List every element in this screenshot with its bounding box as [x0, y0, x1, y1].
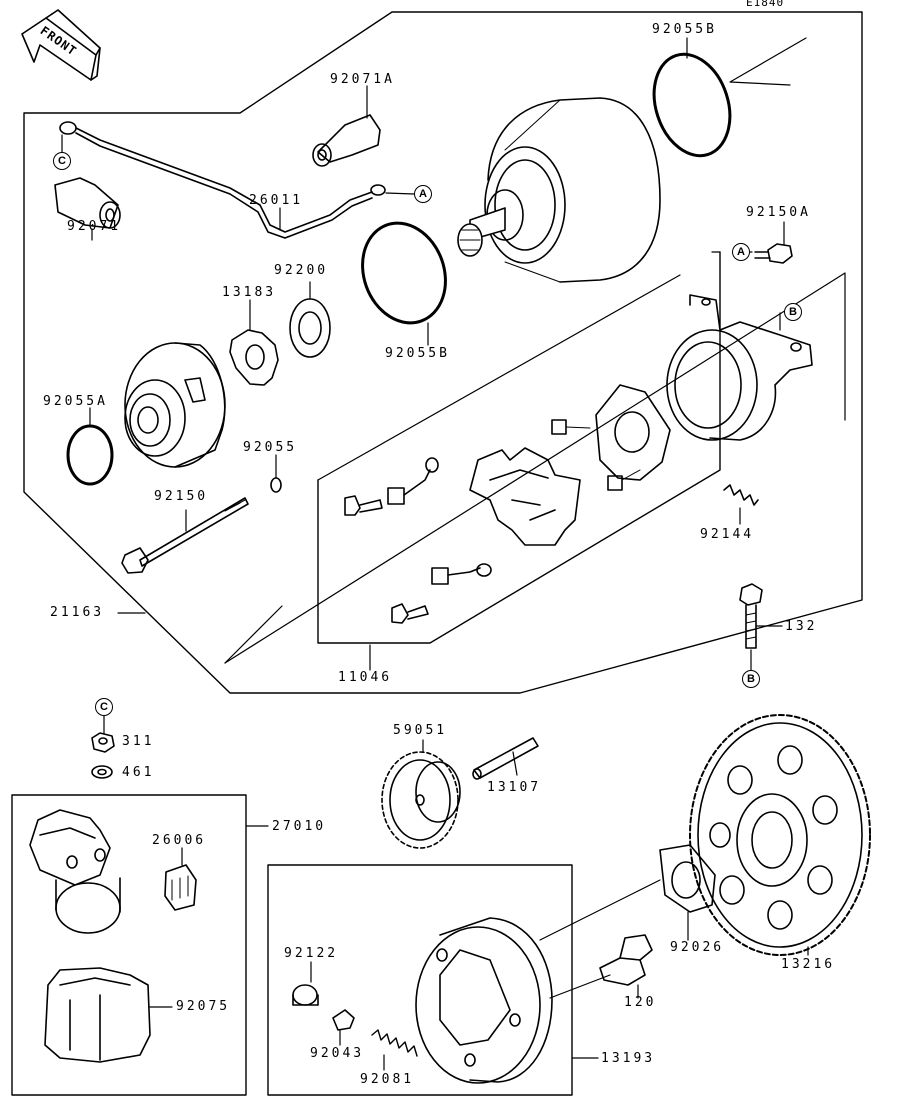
part-label-311[interactable]: 311: [122, 734, 155, 749]
rear-cover: [666, 294, 813, 441]
part-label-92122[interactable]: 92122: [284, 946, 339, 961]
part-label-92071[interactable]: 92071: [67, 219, 122, 234]
part-label-92043[interactable]: 92043: [310, 1046, 365, 1061]
part-label-21163[interactable]: 21163: [50, 605, 105, 620]
part-label-92150A[interactable]: 92150A: [746, 205, 811, 220]
part-label-92026[interactable]: 92026: [670, 940, 725, 955]
ref-marker-c-cable: C: [53, 152, 71, 170]
relay-box-outline: [11, 794, 247, 1096]
spring-92081: [371, 1029, 418, 1057]
part-label-92081[interactable]: 92081: [360, 1072, 415, 1087]
part-label-92144[interactable]: 92144: [700, 527, 755, 542]
bolt-132: [739, 583, 783, 671]
front-cover: [124, 342, 226, 468]
part-label-461[interactable]: 461: [122, 765, 155, 780]
rubber-boot-92071A: [312, 85, 381, 167]
diagram-code: E1840: [746, 0, 785, 9]
part-label-26006[interactable]: 26006: [152, 833, 207, 848]
washer-92026: [659, 844, 716, 941]
motor-yoke: [457, 97, 661, 283]
ref-marker-a-cover: A: [732, 243, 750, 261]
starter-relay: [29, 809, 121, 934]
part-label-27010[interactable]: 27010: [272, 819, 327, 834]
ref-marker-b-bolt: B: [742, 670, 760, 688]
washer-461: [91, 765, 113, 779]
part-label-92075[interactable]: 92075: [176, 999, 231, 1014]
perspective-line-low: [224, 605, 283, 664]
ref-marker-c-nut: C: [95, 698, 113, 716]
o-ring-92055B-mid: [361, 221, 447, 325]
o-ring-92055B-top: [652, 52, 732, 158]
starter-cable-26011: [59, 121, 415, 239]
brush-plate: [551, 384, 671, 491]
part-label-92150[interactable]: 92150: [154, 489, 209, 504]
part-label-26011[interactable]: 26011: [249, 193, 304, 208]
part-label-92055A[interactable]: 92055A: [43, 394, 108, 409]
gear-59051: [381, 739, 461, 849]
part-label-13107[interactable]: 13107: [487, 780, 542, 795]
through-bolt-92150: [121, 497, 249, 574]
starter-clutch-box: [267, 864, 573, 1096]
plate-13183: [229, 299, 279, 386]
o-ring-92055A: [66, 424, 114, 486]
perspective-line-mid: [224, 272, 846, 664]
part-label-13216[interactable]: 13216: [781, 957, 836, 972]
part-label-92071A[interactable]: 92071A: [330, 72, 395, 87]
brush-lower: [431, 563, 492, 585]
perspective-line-top: [729, 37, 807, 86]
part-label-59051[interactable]: 59051: [393, 723, 448, 738]
bearing-120: [599, 934, 653, 999]
part-label-11046[interactable]: 11046: [338, 670, 393, 685]
ref-marker-b-cover: B: [784, 303, 802, 321]
brush-assembly-outline-11046: [317, 251, 721, 644]
rubber-boot-92071: [54, 177, 121, 241]
pin-92043: [332, 1009, 355, 1046]
screw-upper: [344, 495, 383, 516]
part-label-92200[interactable]: 92200: [274, 263, 329, 278]
roller-92122: [292, 961, 319, 1006]
washer-92200: [289, 281, 331, 358]
part-label-13193[interactable]: 13193: [601, 1051, 656, 1066]
part-label-92055B-mid[interactable]: 92055B: [385, 346, 450, 361]
relay-cover-92075: [44, 967, 173, 1063]
part-label-92055[interactable]: 92055: [243, 440, 298, 455]
ref-marker-a-cable: A: [414, 185, 432, 203]
front-arrow-icon: [21, 9, 101, 81]
nut-92150A: [754, 221, 793, 264]
part-label-132[interactable]: 132: [785, 619, 818, 634]
part-label-120[interactable]: 120: [624, 995, 657, 1010]
spring-92144: [723, 484, 759, 506]
screw-lower: [391, 603, 429, 624]
part-label-92055B-top[interactable]: 92055B: [652, 22, 717, 37]
shaft-13107: [472, 737, 539, 780]
part-label-13183[interactable]: 13183: [222, 285, 277, 300]
assembly-outline-21163: [23, 11, 863, 694]
gear-13216: [689, 714, 871, 956]
fuse-26006: [164, 847, 197, 911]
brush-upper: [387, 457, 439, 505]
brush-holder: [469, 447, 581, 546]
o-ring-92055: [270, 477, 282, 493]
nut-311: [91, 714, 115, 753]
starter-clutch-13193: [415, 879, 661, 1084]
